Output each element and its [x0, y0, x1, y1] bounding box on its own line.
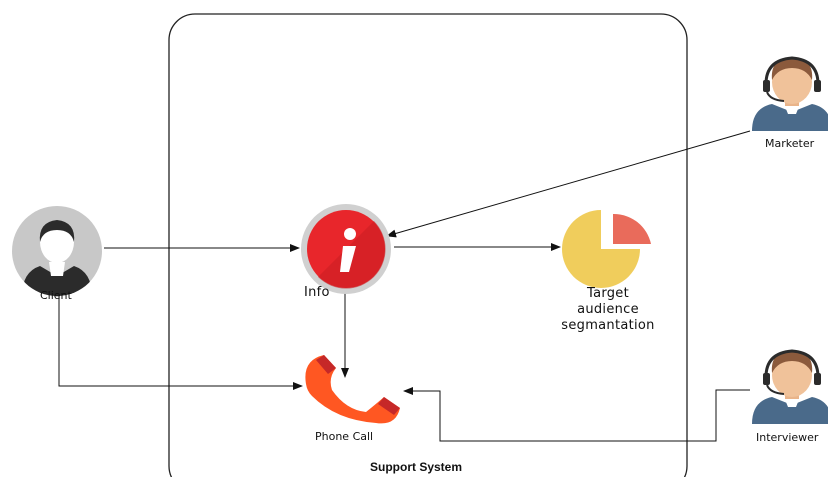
support-system-label: Support System — [370, 460, 463, 474]
edge-marketer-to-info — [386, 130, 751, 238]
info-icon — [301, 204, 391, 294]
edge-client-to-phone — [58, 296, 303, 390]
client-icon — [12, 206, 102, 296]
segmentation-label-line-2: audience — [577, 302, 639, 317]
pie-chart-icon — [562, 210, 651, 288]
segmentation-label-line-3: segmantation — [561, 318, 655, 333]
info-label: Info — [304, 285, 330, 300]
interviewer-label: Interviewer — [756, 431, 819, 444]
phone-icon — [305, 355, 400, 424]
edge-interviewer-to-phone — [403, 387, 750, 442]
marketer-icon — [752, 56, 828, 131]
edges — [58, 130, 751, 442]
interviewer-icon — [752, 349, 828, 424]
segmentation-label: Target audience segmantation — [560, 286, 656, 334]
segmentation-label-line-1: Target — [586, 286, 630, 301]
marketer-label: Marketer — [765, 137, 815, 150]
phone-call-label: Phone Call — [315, 430, 374, 443]
support-system-container — [168, 13, 688, 477]
client-label: Client — [40, 289, 72, 302]
